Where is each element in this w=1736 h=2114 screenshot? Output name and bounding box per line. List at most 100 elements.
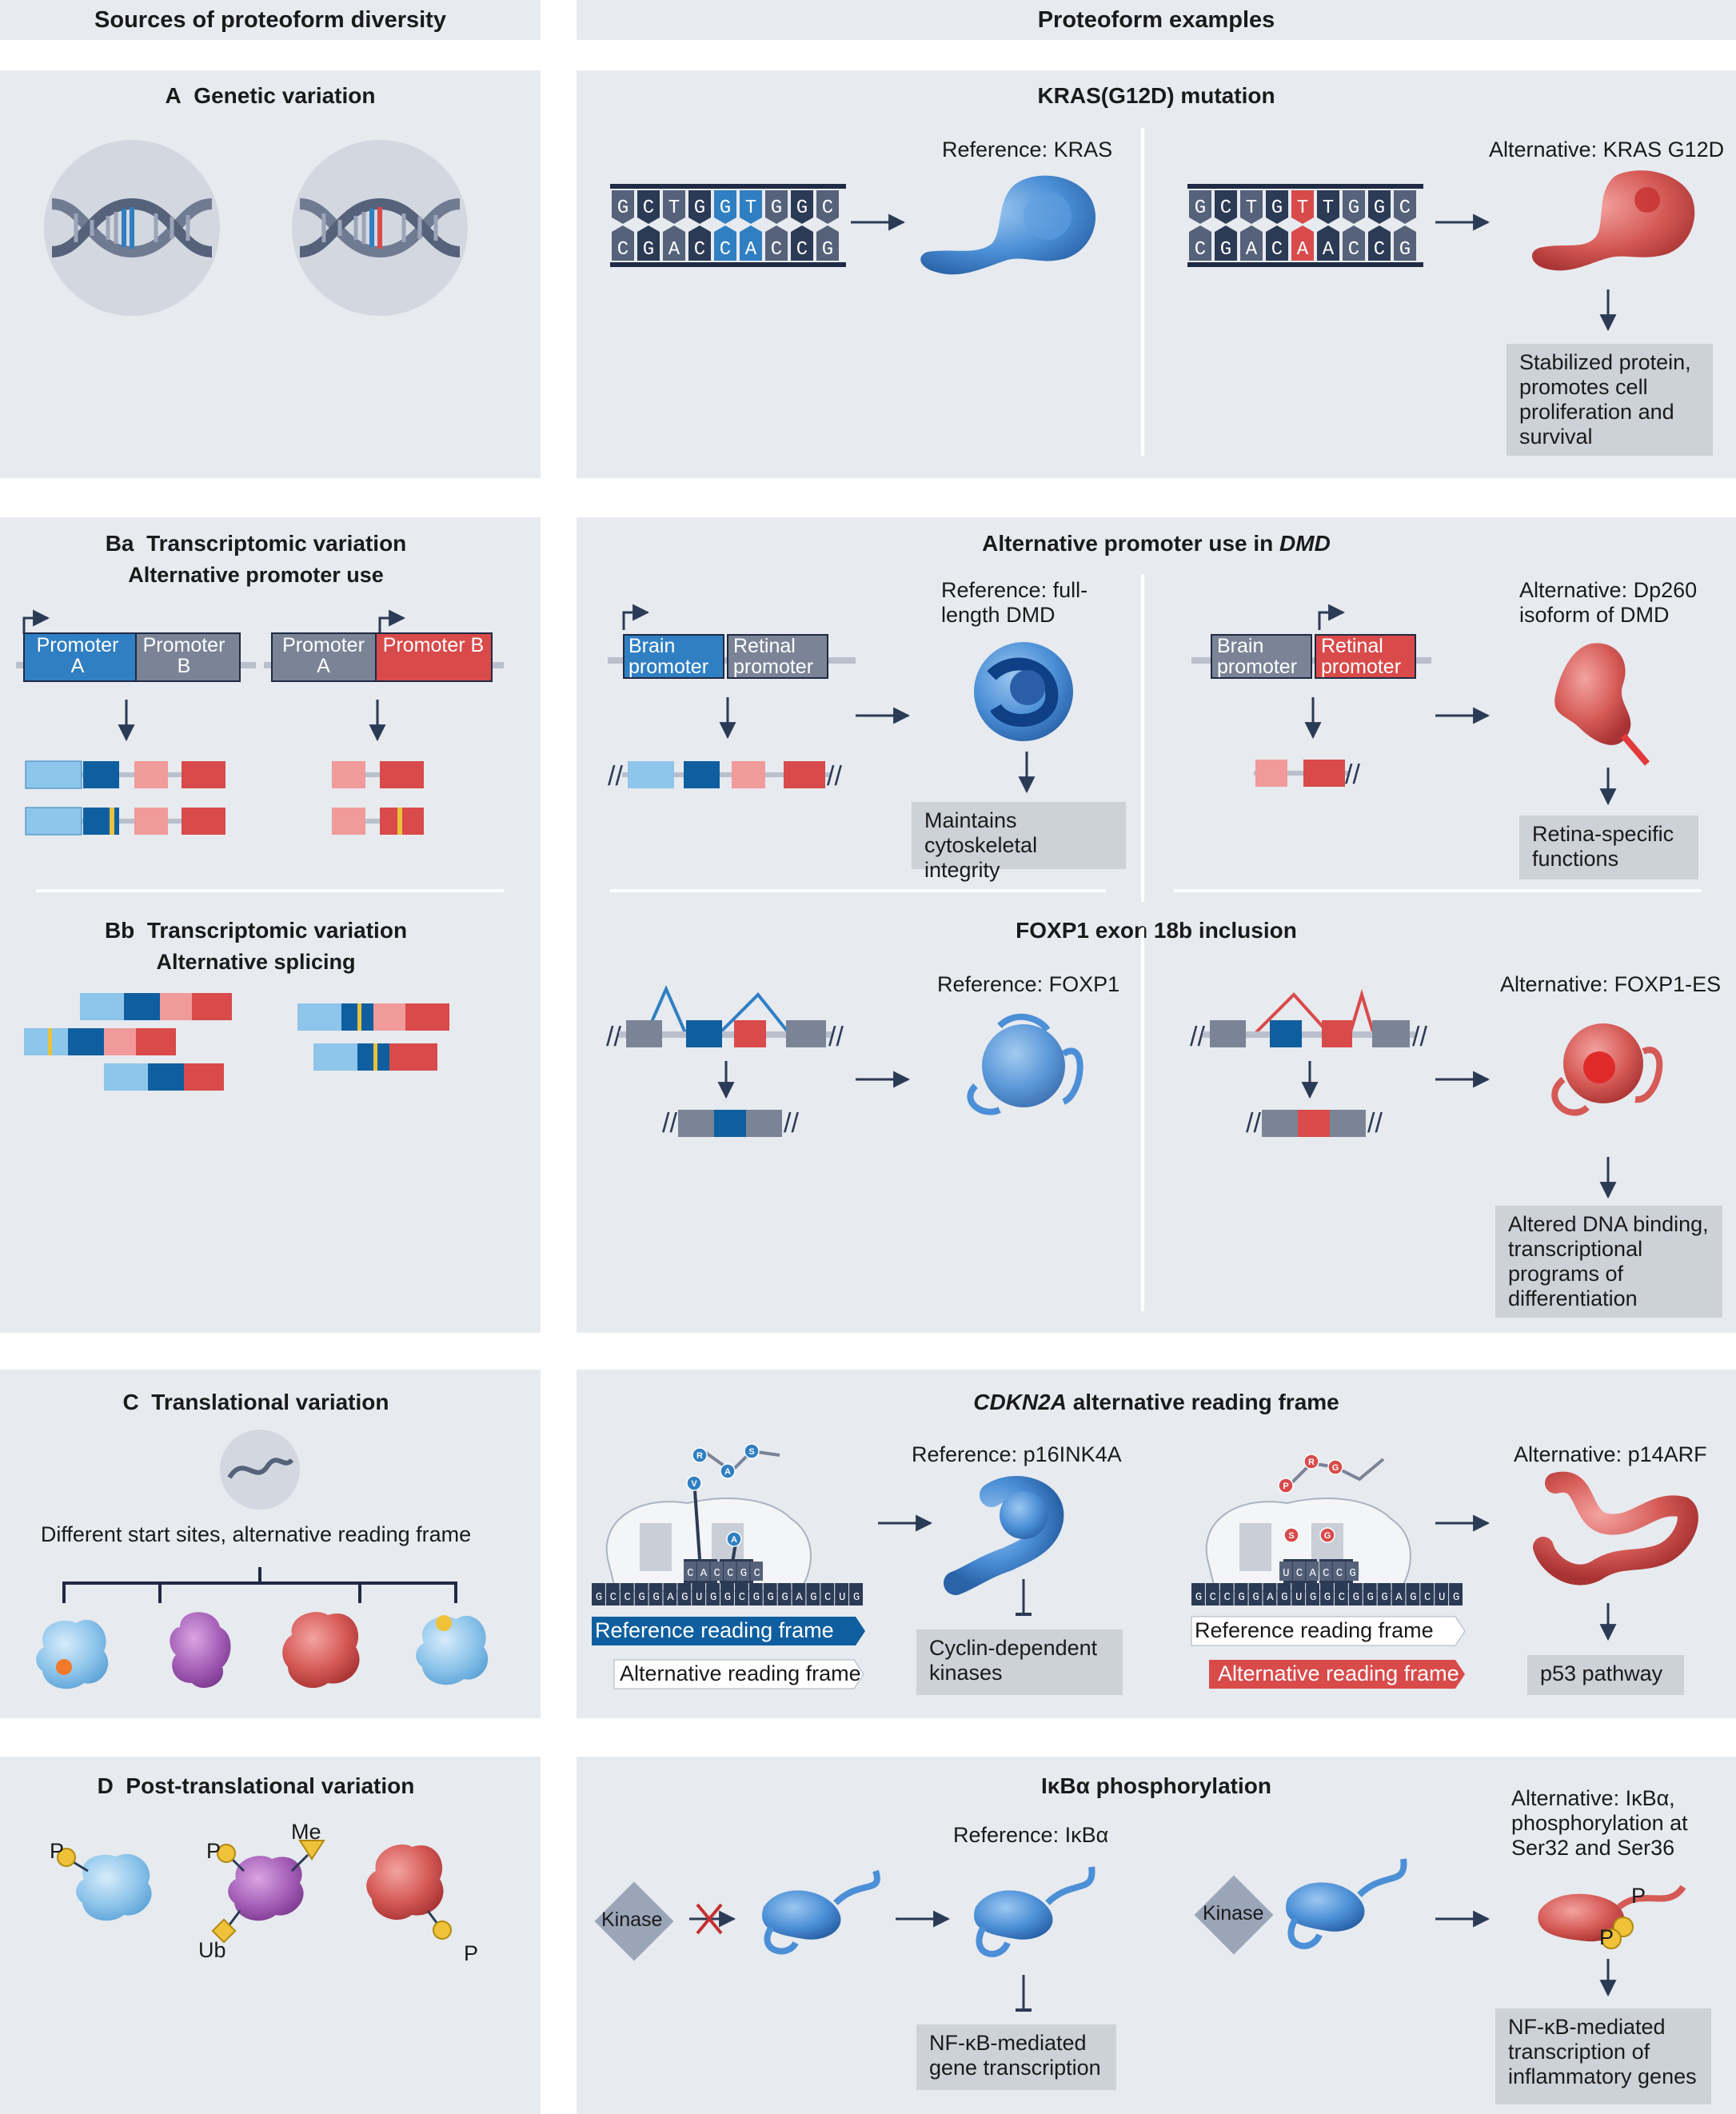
base-pair-top	[1291, 190, 1314, 224]
base-pair-bottom	[612, 225, 634, 261]
ikba-protein-blue	[1286, 1858, 1407, 1949]
base-pair-bottom	[816, 225, 839, 261]
divider	[36, 889, 504, 892]
arrow	[1435, 1910, 1491, 1928]
kras-outcome-box: Stabilized protein, promotes cell prolif…	[1507, 344, 1713, 456]
base-letter: C	[1220, 197, 1231, 219]
alternative-frame-arrow	[613, 1659, 864, 1689]
codon-base	[684, 1562, 696, 1581]
panel-bb-example-title: FOXP1 exon 18b inclusion	[1016, 918, 1297, 943]
amino-acid-bead	[686, 1475, 702, 1491]
codon-base	[1306, 1562, 1319, 1581]
base-pair-bottom	[714, 225, 736, 261]
blocked-x-icon	[689, 1903, 736, 1935]
p16-ref-label: Reference: p16INK4A	[912, 1442, 1122, 1466]
nucleotide-letter: G	[1353, 1591, 1359, 1604]
protein-purple-small	[170, 1612, 231, 1689]
base-pair-bottom	[637, 225, 660, 261]
base-letter: G	[1348, 197, 1359, 219]
p14-outcome-box: p53 pathway	[1527, 1655, 1684, 1695]
base-pair-bottom	[740, 225, 762, 261]
base-letter: C	[771, 239, 782, 261]
nucleotide-letter: G	[781, 1591, 788, 1604]
nucleotide-letter: A	[796, 1591, 803, 1604]
nucleotide-letter: G	[596, 1591, 602, 1604]
nucleotide-letter: G	[638, 1591, 645, 1604]
panel-ba-subtitle: Alternative promoter use	[128, 563, 384, 587]
nucleotide-letter: G	[1367, 1591, 1373, 1604]
svg-text://: //	[608, 761, 623, 792]
base-letter: C	[1399, 197, 1411, 219]
amino-acid-bead	[726, 1531, 742, 1547]
panel-d-title: D Post-translational variation	[97, 1773, 415, 1798]
nucleotide	[605, 1583, 620, 1605]
codon-base	[1319, 1562, 1332, 1581]
protein-blue-small	[36, 1619, 109, 1689]
ikba-protein-blue	[762, 1869, 880, 1955]
alternative-frame-label: Alternative reading frame	[620, 1661, 861, 1685]
codon-base	[1346, 1562, 1359, 1581]
ikba-protein-red-phospho	[1538, 1885, 1686, 1949]
dmd-ref-label: Reference: full-length DMD	[941, 578, 1088, 627]
codon-letter: A	[700, 1567, 708, 1580]
protein-red-small	[282, 1612, 360, 1689]
codon-base	[710, 1562, 723, 1581]
arrow-down	[1018, 752, 1036, 794]
amino-acid-letter: R	[696, 1451, 703, 1461]
base-pair-bottom	[1394, 225, 1416, 261]
arrow	[1435, 707, 1491, 724]
nucleotide-letter: G	[1410, 1591, 1416, 1604]
nucleotide-letter: G	[652, 1591, 659, 1604]
nucleotide-letter: A	[667, 1591, 674, 1604]
codon-letter: C	[727, 1567, 733, 1580]
arrow	[878, 1514, 933, 1532]
nucleotide	[1435, 1583, 1449, 1605]
base-letter: G	[1220, 239, 1231, 261]
codon-base	[696, 1562, 710, 1581]
svg-text://: //	[1190, 1022, 1205, 1052]
divider	[1141, 927, 1144, 1311]
nucleotide-letter: C	[739, 1591, 745, 1604]
base-pair-top	[1368, 190, 1391, 224]
phosphorylated-protein	[57, 1848, 152, 1921]
base-pair-top	[1266, 190, 1288, 224]
nucleotide	[634, 1583, 649, 1605]
amino-acid-letter: R	[1308, 1458, 1315, 1467]
ikba-ref-label: Reference: IκBα	[953, 1823, 1109, 1847]
base-pair-top	[688, 190, 711, 224]
codon-letter: C	[687, 1567, 693, 1580]
base-letter: G	[822, 239, 833, 261]
codon-letter: C	[753, 1567, 760, 1580]
promoter-a-label: Promoter A	[282, 634, 365, 677]
dmd-protein-red	[1554, 643, 1650, 766]
brain-promoter-label: Brain promoter	[629, 635, 709, 678]
nucleotide	[1377, 1583, 1391, 1605]
ikba-alt-label: Alternative: IκBα, phosphorylation at Se…	[1511, 1786, 1688, 1860]
codon-letter: G	[740, 1567, 747, 1580]
arrow	[1435, 1071, 1491, 1088]
amino-acid-bead	[1303, 1454, 1319, 1470]
p16-protein-blue	[944, 1476, 1064, 1595]
nucleotide-letter: G	[1453, 1591, 1459, 1604]
base-pair-bottom	[1343, 225, 1365, 261]
arrow-down	[1599, 1603, 1617, 1641]
base-letter: G	[643, 239, 654, 261]
base-letter: T	[1297, 197, 1308, 219]
amino-acid-bead	[720, 1463, 736, 1479]
nucleotide-letter: G	[853, 1591, 860, 1604]
base-letter: C	[720, 239, 731, 261]
amino-acid-letter: V	[691, 1479, 697, 1489]
alternative-frame-label: Alternative reading frame	[1218, 1661, 1459, 1685]
ikba-alt-outcome-box: NF-κB-mediated transcription of inflamma…	[1495, 2008, 1711, 2104]
svg-text://: //	[606, 1022, 621, 1052]
promoter-b-label: Promoter B	[382, 634, 485, 656]
panel-ba-example-title: Alternative promoter use in DMD	[982, 531, 1331, 556]
base-letter: G	[1374, 197, 1385, 219]
panel-bb-subtitle: Alternative splicing	[156, 950, 356, 974]
nucleotide	[1263, 1583, 1277, 1605]
nucleotide-letter: G	[681, 1591, 688, 1604]
amino-acid-letter: G	[1332, 1463, 1339, 1473]
arrow-down	[1599, 768, 1617, 806]
